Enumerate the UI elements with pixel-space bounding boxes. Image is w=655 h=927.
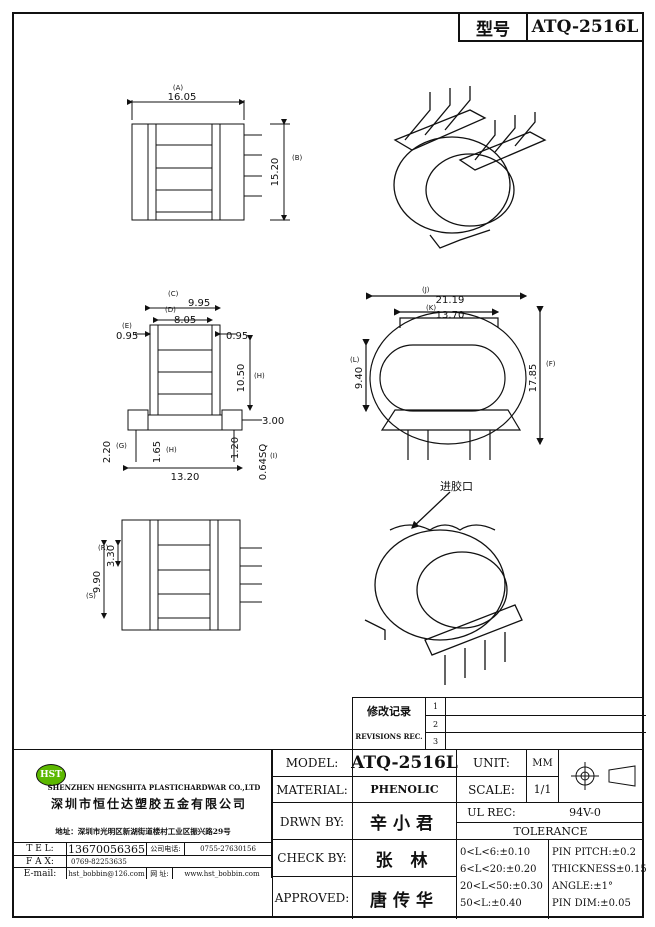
scale-label: SCALE: [456, 776, 526, 802]
dim-165: 1.65 [152, 441, 163, 463]
dim-r-id: (R) [98, 544, 109, 552]
title-block: HST SHENZHEN HENGSHITA PLASTICHARDWAR CO… [14, 749, 645, 879]
model-label: MODEL: [285, 756, 339, 770]
email-label: E-mail: [14, 867, 66, 879]
revisions-subtitle: REVISIONS REC. [355, 731, 423, 741]
check-value: 张 林 [352, 840, 456, 876]
front-view [123, 305, 262, 471]
dim-g: 2.20 [102, 441, 113, 463]
tolerance-title: TOLERANCE [456, 822, 644, 840]
dim-1320: 13.20 [171, 472, 200, 483]
email-value: hst_bobbin@126.com [66, 867, 146, 879]
dim-h-id: (H) [254, 372, 265, 380]
tol-range-4: 50<L:±0.40 [460, 898, 522, 909]
model-value: ATQ-2516L [351, 750, 458, 776]
company-address: 地址：深圳市光明区新湖街道楼村工业区振兴路29号 [55, 826, 231, 836]
dim-r: 3.30 [106, 545, 117, 567]
pin-dim: PIN DIM:±0.05 [552, 898, 631, 909]
company-block: HST SHENZHEN HENGSHITA PLASTICHARDWAR CO… [14, 750, 272, 879]
pin-thickness: THICKNESS±0.15 [552, 864, 647, 875]
dim-h: 10.50 [236, 364, 247, 393]
phone-value: 0755-27630156 [184, 843, 271, 855]
drawn-label: DRWN BY: [272, 802, 352, 840]
tol-range-3: 20<L<50:±0.30 [460, 881, 543, 892]
dim-a: 16.05 [168, 92, 197, 103]
dim-j: 21.19 [436, 295, 465, 306]
pin-tolerances: PIN PITCH:±0.2 THICKNESS±0.15 ANGLE:±1° … [548, 840, 647, 919]
dim-s: 9.90 [92, 571, 103, 593]
revision-mark-2: 2 [425, 715, 445, 732]
revisions-title: 修改记录 [367, 705, 411, 718]
tel-value: 13670056365 [66, 842, 145, 856]
revision-mark-3: 3 [425, 732, 445, 749]
titleblock-divider [272, 749, 273, 918]
type-label: 型号 [458, 12, 526, 42]
web-value: www.hst_bobbin.com [172, 867, 271, 879]
projection-symbol [558, 750, 645, 802]
tolerance-ranges: 0<L<6:±0.10 6<L<20:±0.20 20<L<50:±0.30 5… [456, 840, 548, 919]
iso-view-bottom [364, 491, 523, 685]
dim-b: 15.20 [270, 158, 281, 187]
part-number: ATQ-2516L [526, 12, 644, 42]
dim-k-id: (K) [426, 304, 436, 312]
company-name-cn: 深圳市恒仕达塑胶五金有限公司 [50, 796, 247, 811]
revisions-table: 修改记录 REVISIONS REC. 1 2 3 [352, 697, 646, 749]
approved-value: 唐传华 [352, 876, 456, 919]
dim-d: 8.05 [174, 315, 196, 326]
tel-label: T E L: [26, 844, 54, 854]
scale-value: 1/1 [526, 776, 558, 802]
drawing-sheet [12, 12, 644, 918]
pin-angle: ANGLE:±1° [552, 881, 614, 892]
dim-l-id: (L) [350, 356, 360, 364]
unit-label: UNIT: [456, 750, 526, 776]
revision-mark-1: 1 [425, 698, 445, 715]
dim-s-id: (S) [86, 592, 96, 600]
side-view [362, 292, 544, 460]
check-label: CHECK BY: [277, 851, 347, 865]
unit-value: MM [526, 750, 558, 776]
phone-label: 公司电话: [146, 843, 184, 855]
dim-l: 9.40 [354, 367, 365, 389]
contact-rows: T E L: 13670056365 公司电话: 0755-27630156 F… [14, 842, 271, 879]
dim-c-id: (C) [168, 290, 179, 298]
approval-rows: CHECK BY: 张 林 APPROVED: 唐传华 0<L<6:±0.10 … [272, 839, 647, 919]
company-logo: HST [36, 764, 66, 786]
ul-value: 94V-0 [526, 802, 644, 822]
dim-j-id: (J) [422, 286, 430, 294]
dim-c: 9.95 [188, 298, 210, 309]
drawn-value: 辛小君 [352, 802, 456, 840]
dim-165-id: (H) [166, 446, 177, 454]
dim-e: 0.95 [116, 331, 138, 342]
top-view [127, 99, 290, 221]
dim-d-id: (D) [165, 306, 176, 314]
fax-value: 0769-82253635 [66, 855, 271, 867]
bottom-view [101, 519, 262, 631]
revision-entries [445, 698, 646, 749]
dim-g-id: (G) [116, 442, 127, 450]
fax-label: F A X: [14, 855, 66, 867]
dim-064-id: (I) [270, 452, 278, 460]
material-label: MATERIAL: [272, 776, 352, 802]
dim-f: 17.85 [528, 364, 539, 393]
dim-k: 13.70 [436, 310, 465, 321]
dim-120: 1.20 [230, 437, 241, 459]
dim-a-id: (A) [173, 84, 184, 92]
dim-b-id: (B) [292, 154, 303, 162]
company-name-en: SHENZHEN HENGSHITA PLASTICHARDWAR CO.,LT… [47, 782, 261, 792]
gate-label: 进胶口 [440, 479, 473, 493]
dim-e-id: (E) [122, 322, 132, 330]
web-label: 网 址: [146, 867, 172, 879]
tol-range-1: 0<L<6:±0.10 [460, 847, 531, 858]
dim-064: 0.64SQ [258, 444, 269, 481]
material-value: PHENOLIC [352, 776, 456, 802]
technical-drawings: (A) 16.05 15.20 (B) (C) 9.95 (D) 8.05 (E… [86, 84, 556, 685]
iso-view-top [393, 86, 547, 249]
dim-f-id: (F) [546, 360, 556, 368]
dim-3: 3.00 [262, 416, 284, 427]
pin-pitch: PIN PITCH:±0.2 [552, 847, 636, 858]
tol-range-2: 6<L<20:±0.20 [460, 864, 537, 875]
dim-e2: 0.95 [226, 331, 248, 342]
ul-label: UL REC: [456, 802, 526, 822]
approved-label: APPROVED: [272, 876, 352, 919]
